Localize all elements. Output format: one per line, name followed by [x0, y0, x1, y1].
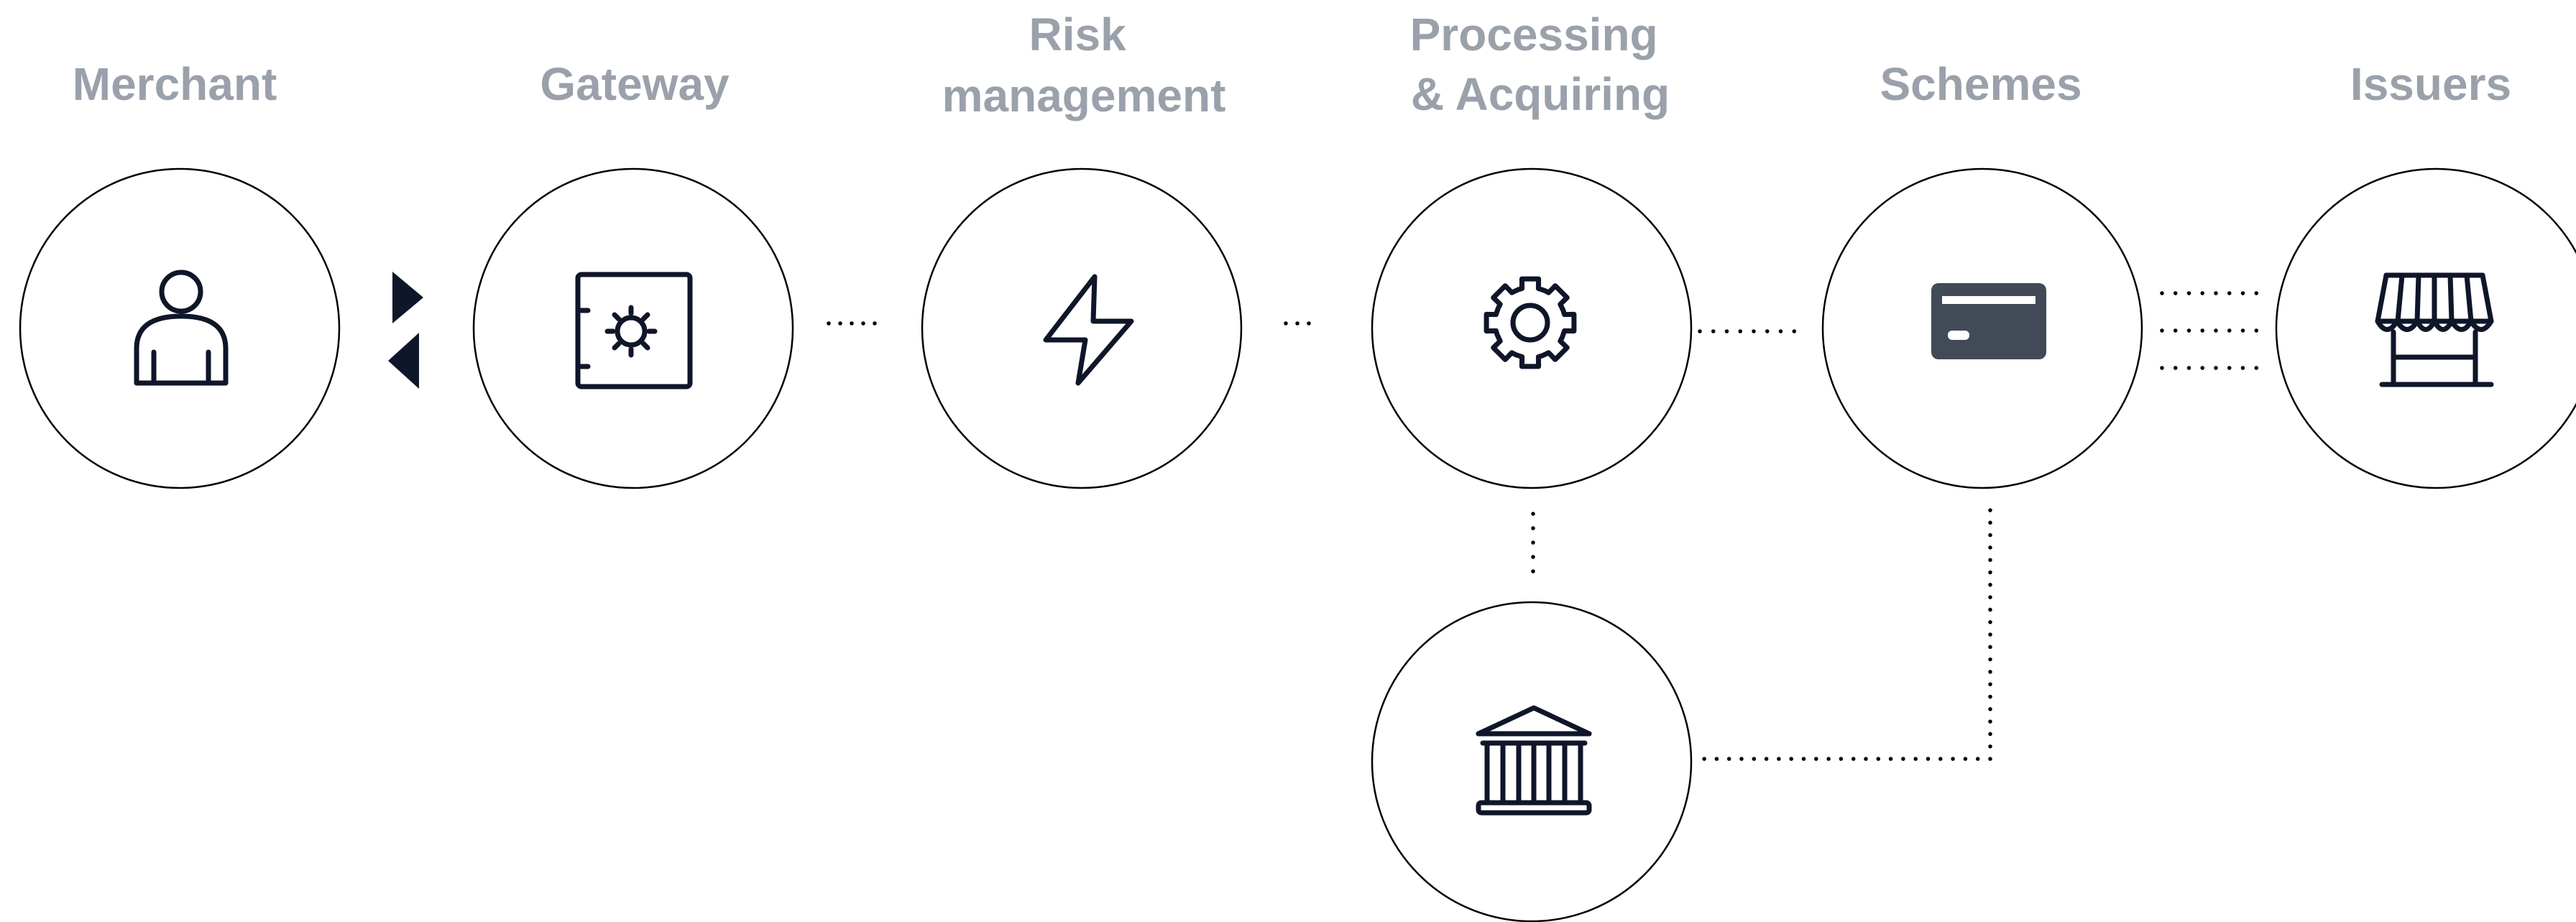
issuers-label: Issuers: [2350, 58, 2511, 110]
bank-icon: [1476, 705, 1592, 816]
merchant-node: [19, 167, 341, 489]
arrow-left-icon: [388, 333, 419, 389]
processing-acquiring-node: [1371, 167, 1693, 489]
gateway-node: [472, 167, 794, 489]
merchant-gateway-arrows: [388, 272, 423, 389]
schemes-bank-connector: [1698, 508, 1992, 761]
risk-management-node: [921, 167, 1243, 489]
gateway-label: Gateway: [540, 58, 730, 110]
storefront-icon: [2375, 272, 2494, 387]
connectors: [388, 272, 2272, 761]
lightning-bolt-icon: [1043, 274, 1134, 386]
stage-labels: Merchant Gateway Risk management Process…: [73, 9, 2511, 121]
risk-management-label: Risk management: [942, 9, 1226, 121]
schemes-issuers-connector: [2160, 291, 2272, 370]
processing-acquiring-label: Processing & Acquiring: [1410, 9, 1671, 120]
merchant-label: Merchant: [73, 58, 277, 110]
credit-card-icon: [1931, 283, 2046, 359]
person-icon: [134, 269, 229, 386]
icons: [134, 269, 2494, 816]
arrow-right-icon: [392, 272, 423, 323]
gear-icon: [1484, 276, 1577, 369]
schemes-label: Schemes: [1880, 58, 2082, 110]
safe-icon: [575, 272, 693, 389]
